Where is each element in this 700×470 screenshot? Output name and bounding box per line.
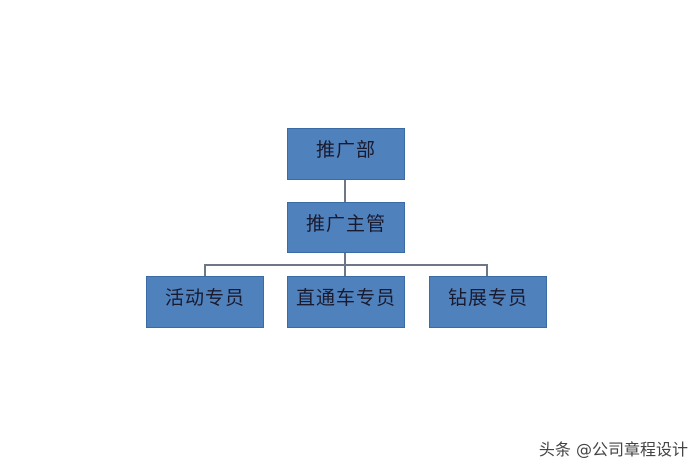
connector-to-activity-specialist	[204, 264, 206, 276]
node-activity-specialist: 活动专员	[146, 276, 264, 328]
connector-manager-down	[344, 253, 346, 265]
connector-horizontal-bar	[204, 264, 488, 266]
connector-root-to-manager	[344, 180, 346, 202]
node-ztc-specialist: 直通车专员	[287, 276, 405, 328]
node-promotion-manager: 推广主管	[287, 202, 405, 253]
connector-to-ztc-specialist	[344, 264, 346, 276]
node-zuanzhan-specialist: 钻展专员	[429, 276, 547, 328]
connector-to-zuanzhan-specialist	[486, 264, 488, 276]
watermark-text: 头条 @公司章程设计	[538, 440, 688, 459]
node-promotion-department: 推广部	[287, 128, 405, 180]
